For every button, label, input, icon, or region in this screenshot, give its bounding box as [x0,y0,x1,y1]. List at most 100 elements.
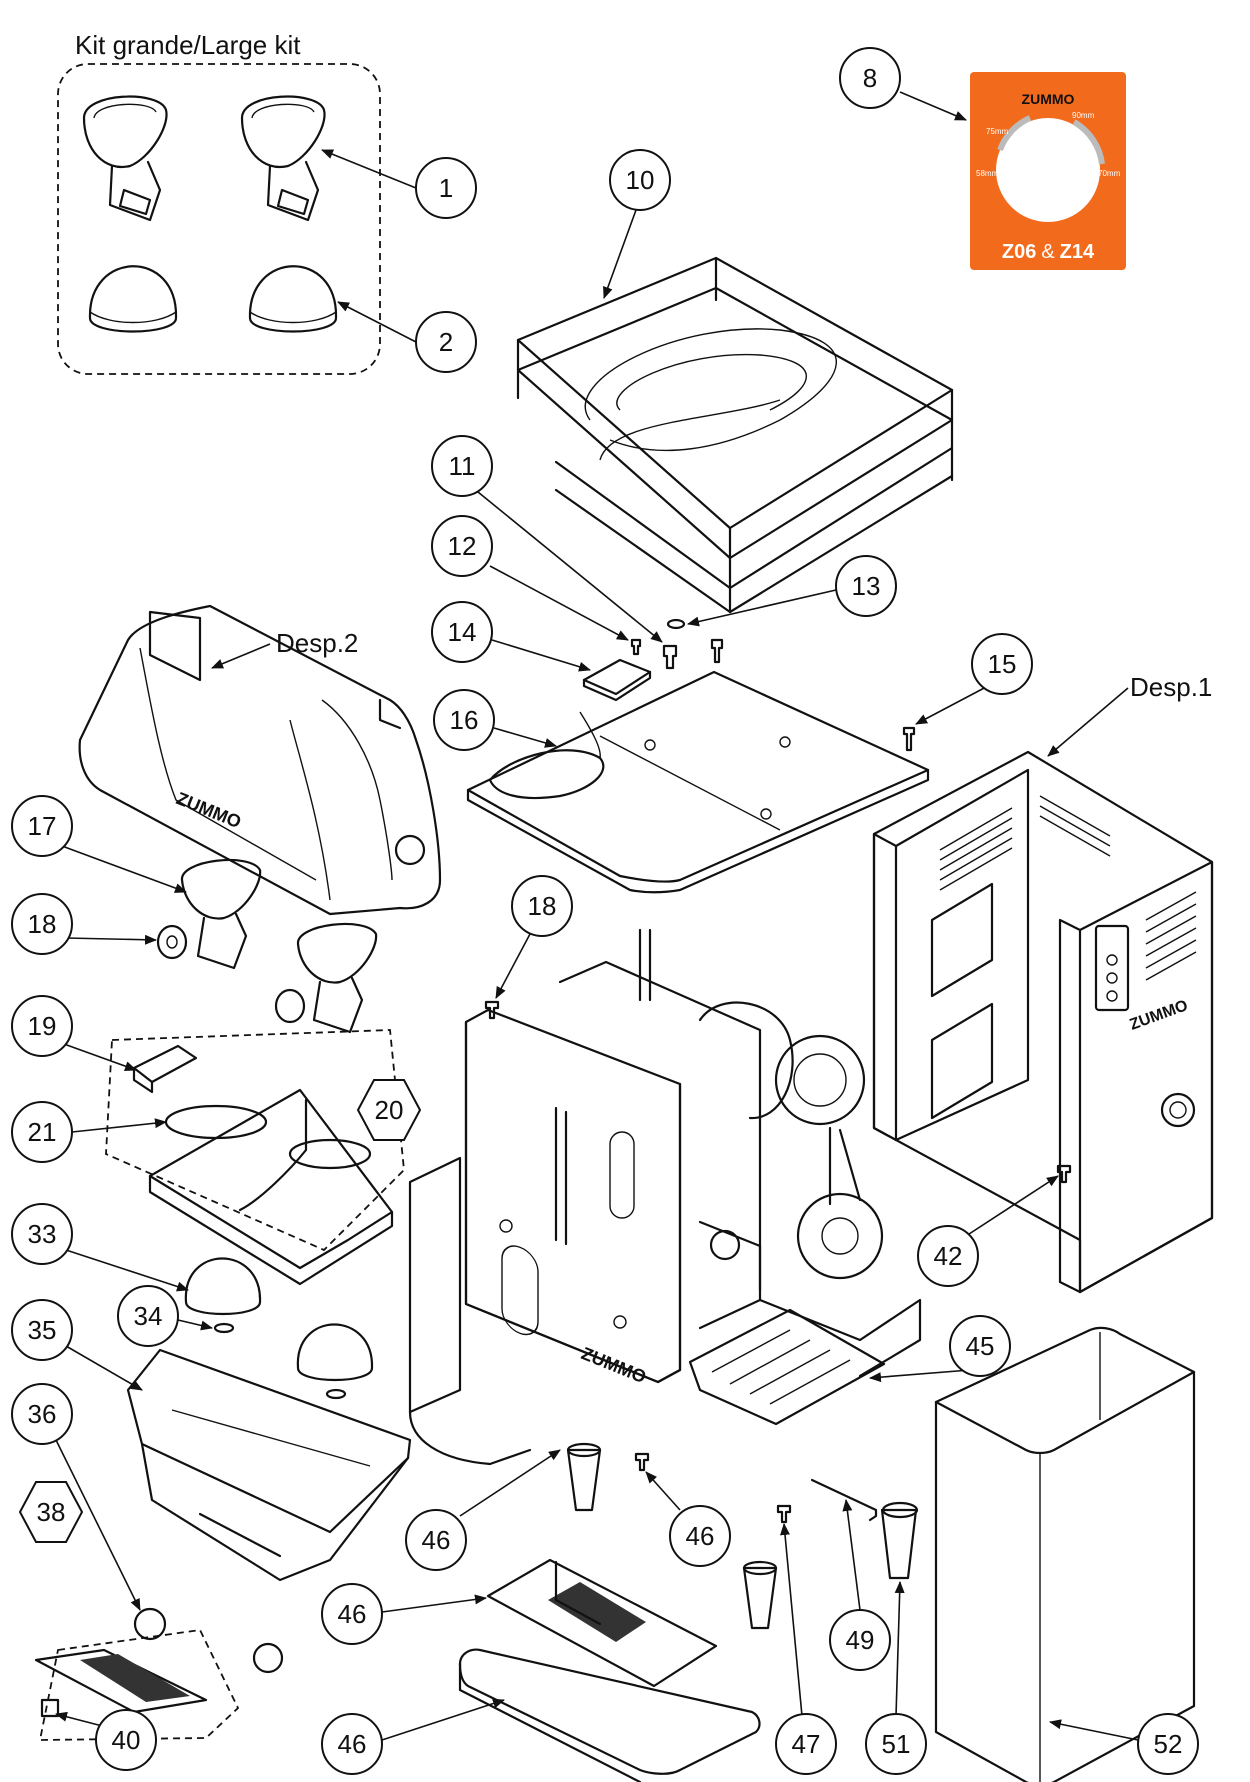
svg-text:46: 46 [686,1521,715,1551]
callout-46-a [511,875,573,937]
callout-10 [431,601,493,663]
callout-35 [321,1583,383,1645]
o-ring-20 [164,1104,268,1140]
svg-text:11: 11 [449,451,476,481]
screw-45 [662,644,678,670]
callout-13 [356,1079,422,1141]
control-panel [1094,924,1130,1012]
sticker-size-58: 58mm [976,169,999,178]
screw-46-d [776,1504,792,1524]
svg-text:47: 47 [792,1729,821,1759]
callout-1 [433,689,495,751]
callout-46-c [669,1505,731,1567]
screw-46-a [484,1000,500,1020]
svg-text:36: 36 [28,1399,57,1429]
pulley [796,1192,884,1280]
power-switch [1160,1092,1196,1128]
filter-19 [34,1648,208,1714]
svg-text:15: 15 [988,649,1017,679]
washer-51 [213,1322,235,1334]
svg-text:19: 19 [28,1011,57,1041]
svg-text:17: 17 [28,811,57,841]
small-cover-10 [582,658,652,696]
callout-8 [949,1315,1011,1377]
svg-text:51: 51 [882,1729,911,1759]
bottom-grille [688,1308,886,1426]
machine-frame: ZUMMO [408,928,922,1466]
kit-title: Kit grande/Large kit [75,30,301,60]
svg-text:18: 18 [528,891,557,921]
juice-tray [126,1348,412,1674]
callout-38 [839,47,901,109]
callout-45 [431,435,493,497]
callout-21 [95,1709,157,1771]
callout-16 [415,157,477,219]
grid-35 [486,1558,718,1688]
side-cover: ZUMMO [872,750,1214,1294]
svg-text:8: 8 [863,63,877,93]
group-label-desp2: Desp.2 [276,628,358,658]
waste-bin [934,1326,1196,1782]
svg-text:42: 42 [934,1241,963,1271]
svg-text:20: 20 [375,1095,404,1125]
spacer-18-upper [156,924,188,960]
reamer-holder-group [105,1029,405,1286]
svg-text:18: 18 [28,909,57,939]
sticker-models: Z06&Z14 [1002,241,1095,263]
housing-logo: ZUMMO [174,788,245,832]
top-plate [466,670,930,894]
o-ring-20-second [288,1138,372,1170]
kit-dashed-border [57,63,381,375]
callout-36 [865,1713,927,1775]
callout-15 [11,1203,73,1265]
callout-51 [117,1285,179,1347]
svg-text:16: 16 [450,705,479,735]
dome-second [296,1323,374,1382]
screw-46-b [1056,1164,1072,1184]
callout-40 [835,555,897,617]
screw-46-c [634,1452,650,1472]
sticker-logo: ZUMMO [1022,91,1075,107]
callout-18-upper [11,893,73,955]
foot-36-b [742,1566,778,1630]
screw-47 [630,638,642,656]
large-kit-group: Kit grande/Large kit [57,30,381,375]
callout-33 [1137,1713,1199,1775]
tool-49 [810,1478,878,1522]
svg-text:46: 46 [338,1729,367,1759]
reamer-second [296,922,378,984]
svg-text:10: 10 [626,165,655,195]
svg-text:46: 46 [422,1525,451,1555]
svg-text:12: 12 [448,531,477,561]
callout-2 [405,1509,467,1571]
vent-slots-upper [939,795,1111,891]
screw-42 [902,726,916,752]
svg-text:35: 35 [28,1315,57,1345]
dome-15 [184,1257,262,1316]
vent-slots-front [1145,891,1197,981]
callout-14 [415,311,477,373]
callout-17 [11,795,73,857]
foot-36-a [566,1448,602,1512]
svg-text:1: 1 [439,173,453,203]
svg-text:52: 52 [1154,1729,1183,1759]
wheel-18-lower [133,1607,167,1641]
foot-36-c [880,1508,918,1580]
callout-11 [609,149,671,211]
svg-text:34: 34 [134,1301,163,1331]
callout-49 [829,1609,891,1671]
svg-text:21: 21 [28,1117,57,1147]
callouts: 1 2 8 10 11 12 13 14 15 16 [11,47,1199,1775]
sticker-size-90: 90mm [1072,111,1095,120]
sticker-size-75: 75mm [986,127,1009,136]
shield-52 [132,1044,198,1084]
svg-text:40: 40 [112,1725,141,1755]
large-kit-reamer-left [82,95,168,222]
callout-42 [971,633,1033,695]
callout-47 [431,515,493,577]
callout-34 [321,1713,383,1775]
callout-46-d [775,1713,837,1775]
svg-text:13: 13 [852,571,881,601]
callout-18-lower [11,1383,73,1445]
